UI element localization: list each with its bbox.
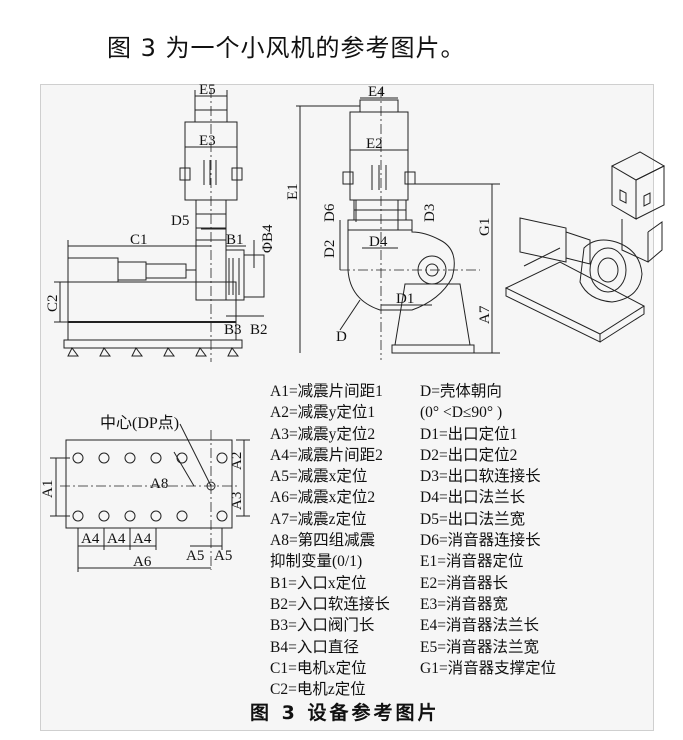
label-G1: G1 bbox=[477, 218, 493, 236]
plan-mount-holes bbox=[72, 452, 228, 522]
label-A7: A7 bbox=[477, 305, 493, 324]
legend-entry: A7=减震z定位 bbox=[270, 510, 367, 528]
label-B2: B2 bbox=[250, 322, 268, 338]
label-A4-1: A4 bbox=[81, 531, 100, 547]
dimension-labels: E5 E3 D5 B1 ΦB4 C1 C2 B3 B2 E4 E2 E1 D6 … bbox=[40, 82, 493, 570]
front-feet bbox=[67, 347, 239, 357]
legend-entry: E2=消音器长 bbox=[420, 574, 508, 592]
legend-entry: D4=出口法兰长 bbox=[420, 489, 526, 507]
fan-scroll bbox=[347, 229, 455, 311]
side-view bbox=[296, 88, 500, 360]
legend-entry: (0° <D≤90° ) bbox=[420, 404, 503, 422]
label-E3: E3 bbox=[199, 133, 216, 149]
legend-entry: E4=消音器法兰长 bbox=[420, 617, 539, 635]
label-B1: B1 bbox=[226, 232, 244, 248]
legend-entry: A5=减震x定位 bbox=[270, 468, 368, 486]
legend-entry: A3=减震y定位2 bbox=[270, 425, 376, 443]
label-D1: D1 bbox=[396, 291, 414, 307]
legend-entry: A6=减震x定位2 bbox=[270, 489, 376, 507]
label-A8: A8 bbox=[150, 476, 168, 492]
label-A6: A6 bbox=[133, 554, 152, 570]
label-E2: E2 bbox=[366, 136, 383, 152]
legend-entry: E3=消音器宽 bbox=[420, 595, 508, 613]
legend-entry: D5=出口法兰宽 bbox=[420, 510, 526, 528]
legend-entry: G1=消音器支撑定位 bbox=[420, 659, 557, 677]
label-D: D bbox=[336, 329, 347, 345]
page-heading: 图 3 为一个小风机的参考图片。 bbox=[107, 34, 466, 62]
label-C1: C1 bbox=[130, 232, 148, 248]
legend-entry: A8=第四组减震 bbox=[270, 532, 376, 550]
label-B3: B3 bbox=[224, 322, 242, 338]
legend-entry: B3=入口阀门长 bbox=[270, 617, 375, 635]
label-A2: A2 bbox=[229, 452, 245, 470]
label-A3: A3 bbox=[229, 492, 245, 510]
legend-entry: D6=消音器连接长 bbox=[420, 532, 541, 550]
plan-view bbox=[50, 423, 250, 572]
figure-caption: 图 3 设备参考图片 bbox=[250, 702, 440, 724]
legend-entry: C1=电机x定位 bbox=[270, 659, 367, 677]
legend-entry: 抑制变量(0/1) bbox=[270, 553, 363, 571]
legend-entry: B4=入口直径 bbox=[270, 638, 359, 656]
plan-base bbox=[65, 439, 233, 529]
label-D2: D2 bbox=[322, 240, 338, 258]
legend-entry: D1=出口定位1 bbox=[420, 425, 518, 443]
label-D6: D6 bbox=[322, 203, 338, 222]
label-E5: E5 bbox=[199, 82, 216, 98]
label-D3: D3 bbox=[422, 204, 438, 222]
legend-entry: B2=入口软连接长 bbox=[270, 595, 390, 613]
label-D4: D4 bbox=[369, 234, 388, 250]
legend-entry: D2=出口定位2 bbox=[420, 446, 518, 464]
front-view bbox=[54, 88, 265, 362]
motor-body bbox=[67, 257, 119, 283]
label-A4-3: A4 bbox=[133, 531, 152, 547]
iso-view bbox=[504, 151, 666, 343]
iso-motor bbox=[519, 217, 567, 263]
label-A1: A1 bbox=[40, 480, 56, 498]
legend-entry: E1=消音器定位 bbox=[420, 553, 524, 571]
legend-entry: A1=减震片间距1 bbox=[270, 383, 383, 400]
legend-entry: D=壳体朝向 bbox=[420, 383, 502, 400]
legend-entry: D3=出口软连接长 bbox=[420, 468, 541, 486]
legend-entry: A4=减震片间距2 bbox=[270, 446, 383, 464]
legend-entry: B1=入口x定位 bbox=[270, 574, 367, 592]
label-A5-1: A5 bbox=[186, 548, 204, 564]
label-E4: E4 bbox=[368, 84, 385, 100]
silencer-bracket-left bbox=[179, 167, 191, 181]
legend-entry: A2=减震y定位1 bbox=[270, 404, 376, 422]
legend-entry: C2=电机z定位 bbox=[270, 681, 366, 699]
label-A4-2: A4 bbox=[107, 531, 126, 547]
label-B4: ΦB4 bbox=[260, 224, 276, 253]
figure-panel bbox=[40, 84, 654, 731]
legend-entry: E5=消音器法兰宽 bbox=[420, 638, 539, 656]
center-dp-label: 中心(DP点) bbox=[100, 415, 180, 432]
label-C2: C2 bbox=[45, 294, 61, 312]
label-A5-2: A5 bbox=[214, 548, 232, 564]
silencer-bracket-right bbox=[231, 167, 243, 181]
label-E1: E1 bbox=[285, 183, 301, 200]
iso-scroll bbox=[579, 239, 643, 303]
label-D5: D5 bbox=[171, 213, 189, 229]
